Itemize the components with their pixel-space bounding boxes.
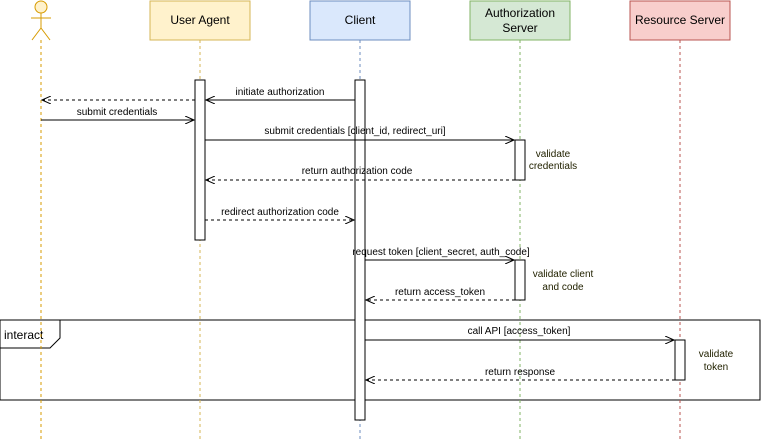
- resource-server-participant: Resource Server: [629, 0, 731, 41]
- msg-redirect-authorization-code: redirect authorization code: [205, 207, 354, 220]
- client-activation: [354, 79, 366, 421]
- fragment-label: interact: [4, 328, 44, 342]
- msg-return-response-label: return response: [485, 367, 555, 378]
- note-validate-token-line1: validate: [699, 349, 734, 360]
- msg-initiate-authorization-label: initiate authorization: [236, 87, 325, 98]
- msg-submit-credentials-label: submit credentials: [77, 107, 158, 118]
- msg-call-api-label: call API [access_token]: [468, 326, 571, 337]
- msg-return-response: return response: [366, 367, 675, 380]
- client-participant: Client: [309, 0, 411, 41]
- note-validate-credentials-line2: credentials: [529, 161, 577, 172]
- auth-activation-2: [514, 259, 526, 301]
- msg-return-authorization-code-label: return authorization code: [302, 166, 413, 177]
- user-agent-participant: User Agent: [149, 0, 251, 41]
- msg-request-token-label: request token [client_secret, auth_code]: [352, 247, 530, 258]
- msg-return-access-token: return access_token: [366, 287, 515, 300]
- msg-submit-credentials-params: submit credentials [client_id, redirect_…: [205, 126, 514, 140]
- auth-server-participant: Authorization Server: [469, 0, 571, 41]
- user-agent-activation: [194, 79, 206, 241]
- msg-submit-credentials-params-label: submit credentials [client_id, redirect_…: [264, 126, 445, 137]
- interact-fragment: interact: [0, 319, 761, 401]
- msg-submit-credentials: submit credentials: [41, 107, 194, 120]
- msg-call-api: call API [access_token]: [365, 326, 674, 340]
- auth-server-label-line2: Server: [502, 21, 537, 35]
- user-actor-icon: [31, 0, 51, 41]
- auth-server-label-line1: Authorization: [485, 6, 555, 20]
- auth-activation-1: [514, 139, 526, 181]
- msg-initiate-authorization: initiate authorization: [206, 87, 355, 100]
- resource-server-label: Resource Server: [635, 13, 725, 27]
- resource-activation: [674, 339, 686, 381]
- user-agent-label: User Agent: [170, 13, 230, 27]
- note-validate-token-line2: token: [704, 362, 728, 373]
- msg-request-token: request token [client_secret, auth_code]: [352, 247, 530, 260]
- fragment-label-tab: [0, 319, 61, 349]
- note-validate-credentials-line1: validate: [536, 149, 571, 160]
- client-label: Client: [345, 13, 376, 27]
- note-validate-client-line2: and code: [542, 282, 584, 293]
- msg-return-access-token-label: return access_token: [395, 287, 485, 298]
- note-validate-client-line1: validate client: [533, 269, 594, 280]
- msg-redirect-authorization-code-label: redirect authorization code: [221, 207, 339, 218]
- msg-return-authorization-code: return authorization code: [206, 166, 515, 180]
